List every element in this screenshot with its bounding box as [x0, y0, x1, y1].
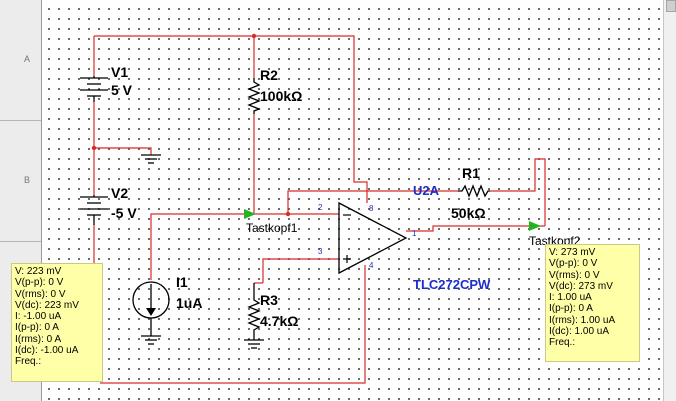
- v2-label: V2: [111, 185, 128, 201]
- probe2-voltage-rms: V(rms): 0 V: [549, 269, 600, 281]
- v2-value: -5 V: [111, 205, 137, 221]
- ruler-label-b: B: [24, 175, 31, 185]
- probe1-arrow-icon[interactable]: [244, 209, 256, 219]
- junction-dot: [91, 145, 97, 151]
- opamp-pin-inv: 2: [318, 203, 323, 212]
- probe2-current-rms: I(rms): 1.00 uA: [549, 314, 616, 326]
- opamp-triangle-symbol[interactable]: [338, 201, 408, 275]
- opamp-pin-vminus: 4: [369, 261, 374, 270]
- probe2-arrow-icon[interactable]: [529, 221, 541, 231]
- wire-r2-to-inv[interactable]: [253, 114, 339, 215]
- probe2-voltage-dc: V(dc): 273 mV: [549, 280, 613, 292]
- r2-label: R2: [260, 67, 278, 83]
- wire-r1-right[interactable]: [490, 158, 546, 226]
- probe1-voltage-dc: V(dc): 223 mV: [15, 299, 79, 311]
- probe2-readout[interactable]: V: 273 mV V(p-p): 0 V V(rms): 0 V V(dc):…: [545, 244, 640, 362]
- i1-value: 1uA: [176, 295, 202, 311]
- v1-label: V1: [111, 64, 128, 80]
- opamp-pin-vplus: 8: [369, 204, 374, 213]
- ground-symbol: [141, 154, 161, 164]
- probe1-current: I: -1.00 uA: [15, 311, 62, 323]
- probe1-readout[interactable]: V: 223 mV V(p-p): 0 V V(rms): 0 V V(dc):…: [11, 263, 103, 382]
- wire-vminus[interactable]: [100, 265, 366, 384]
- probe1-voltage-pp: V(p-p): 0 V: [15, 277, 64, 289]
- ruler-zone-b: B: [0, 121, 41, 242]
- r3-value: 4.7kΩ: [260, 313, 298, 329]
- probe1-name: Tastkopf1: [246, 221, 298, 235]
- probe2-current-dc: I(dc): 1.00 uA: [549, 326, 610, 338]
- opamp-reference: U2A: [413, 183, 440, 198]
- ruler-zone-a: A: [0, 0, 41, 121]
- wires: [93, 35, 546, 384]
- probe1-current-pp: I(p-p): 0 A: [15, 322, 59, 334]
- opamp-pin-out: 1: [412, 229, 417, 238]
- i1-current-source-symbol[interactable]: [132, 281, 170, 336]
- wire-feedback[interactable]: [287, 190, 458, 214]
- junction-dot: [285, 211, 291, 217]
- probe1-voltage-rms: V(rms): 0 V: [15, 288, 66, 300]
- probe2-voltage-pp: V(p-p): 0 V: [549, 258, 598, 270]
- r1-label: R1: [462, 165, 480, 181]
- v1-battery-symbol[interactable]: [80, 76, 108, 102]
- opamp-pin-noninv: 3: [318, 247, 323, 256]
- v1-value: 5 V: [111, 82, 133, 98]
- probe2-voltage: V: 273 mV: [549, 247, 596, 258]
- ground-symbol: [244, 339, 264, 349]
- opamp-part-number: TLC272CPW: [413, 277, 491, 292]
- r2-resistor-symbol[interactable]: [247, 78, 261, 114]
- ground-symbol: [141, 335, 161, 345]
- wire-top-rail[interactable]: [94, 35, 368, 203]
- i1-label: I1: [176, 274, 188, 290]
- probe1-current-rms: I(rms): 0 A: [15, 333, 62, 345]
- probe2-current-pp: I(p-p): 0 A: [549, 303, 593, 315]
- wire-probe1-i1[interactable]: [150, 213, 254, 280]
- r1-value: 50kΩ: [451, 205, 486, 221]
- r3-label: R3: [260, 292, 278, 308]
- r1-resistor-symbol[interactable]: [458, 184, 490, 198]
- probe2-frequency: Freq.:: [549, 337, 576, 349]
- probe1-voltage: V: 223 mV: [15, 266, 62, 277]
- probe2-current: I: 1.00 uA: [549, 292, 592, 304]
- junction-dot: [251, 33, 257, 39]
- v2-battery-symbol[interactable]: [80, 195, 108, 225]
- r2-value: 100kΩ: [260, 88, 302, 104]
- wire-noninv[interactable]: [262, 258, 339, 283]
- ruler-label-a: A: [24, 54, 31, 64]
- probe1-frequency: Freq.:: [15, 356, 42, 368]
- r3-resistor-symbol[interactable]: [247, 296, 261, 340]
- wire-ground-v1v2[interactable]: [94, 147, 152, 155]
- probe1-current-dc: I(dc): -1.00 uA: [15, 345, 79, 357]
- wire-output[interactable]: [406, 225, 545, 232]
